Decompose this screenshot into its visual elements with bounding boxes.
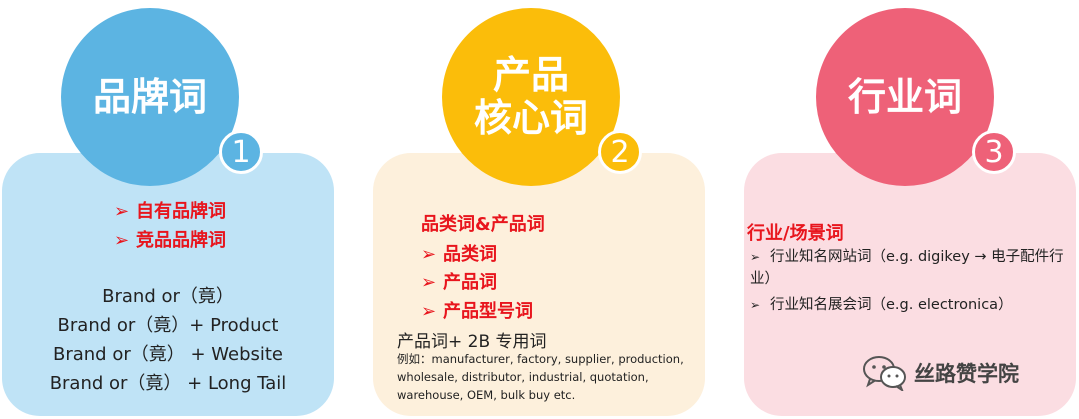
list-item-label: 行业知名网站词（e.g. digikey → 电子配件行业） <box>750 249 1064 288</box>
wechat-icon <box>863 356 906 391</box>
brand-formula-line: Brand or（竟） <box>102 286 234 307</box>
product-2b-words: 产品词+ 2B 专用词 <box>397 332 547 352</box>
number-badge-1: 1 <box>219 130 263 174</box>
brand-words-card <box>2 153 334 416</box>
arrow-icon: ➢ <box>421 272 437 293</box>
list-item: ➢ 竞品品牌词 <box>114 226 226 252</box>
list-item-label: 产品型号词 <box>443 301 533 322</box>
section-heading: 行业/场景词 <box>747 223 844 244</box>
watermark: 丝路赞学院 <box>862 355 1019 391</box>
arrow-icon: ➢ <box>421 301 437 322</box>
arrow-icon: ➢ <box>750 298 761 312</box>
industry-words-card <box>744 153 1076 416</box>
brand-formula-line: Brand or（竟） + Long Tail <box>49 373 287 394</box>
list-item-label: 竞品品牌词 <box>136 230 226 251</box>
list-item-label: 自有品牌词 <box>136 201 226 222</box>
industry-words-circle: 行业词 <box>816 8 994 186</box>
brand-words-circle: 品牌词 <box>61 8 239 186</box>
product-core-words-card <box>373 153 705 416</box>
circle-title: 行业词 <box>847 74 962 119</box>
list-item-label: 行业知名展会词（e.g. electronica） <box>770 297 1013 313</box>
brand-formula-line: Brand or（竟）+ Product <box>57 315 279 336</box>
arrow-icon: ➢ <box>114 201 130 222</box>
product-core-words-circle: 产品 核心词 <box>442 8 620 186</box>
example-text: 例如：manufacturer, factory, supplier, prod… <box>397 352 684 402</box>
list-item-label: 品类词 <box>443 244 497 265</box>
circle-title-line1: 产品 <box>492 53 569 98</box>
section-heading: 品类词&产品词 <box>421 214 545 235</box>
circle-title-line2: 核心词 <box>473 96 588 140</box>
number-badge-2: 2 <box>598 130 642 174</box>
arrow-icon: ➢ <box>750 250 761 264</box>
circle-title: 品牌词 <box>92 74 207 119</box>
list-item: ➢行业知名网站词（e.g. digikey → 电子配件行业） <box>750 246 1072 291</box>
brand-formula-line: Brand or（竟） + Website <box>52 344 284 365</box>
list-item: ➢ 品类词 <box>421 240 497 266</box>
watermark-text: 丝路赞学院 <box>914 362 1019 386</box>
list-item: ➢ 行业知名展会词（e.g. electronica） <box>750 294 1072 316</box>
arrow-icon: ➢ <box>114 230 130 251</box>
list-item: ➢ 产品词 <box>421 268 497 294</box>
list-item: ➢ 自有品牌词 <box>114 197 226 223</box>
list-item-label: 产品词 <box>443 272 497 293</box>
arrow-icon: ➢ <box>421 244 437 265</box>
number-badge-3: 3 <box>972 130 1016 174</box>
list-item: ➢ 产品型号词 <box>421 297 533 323</box>
